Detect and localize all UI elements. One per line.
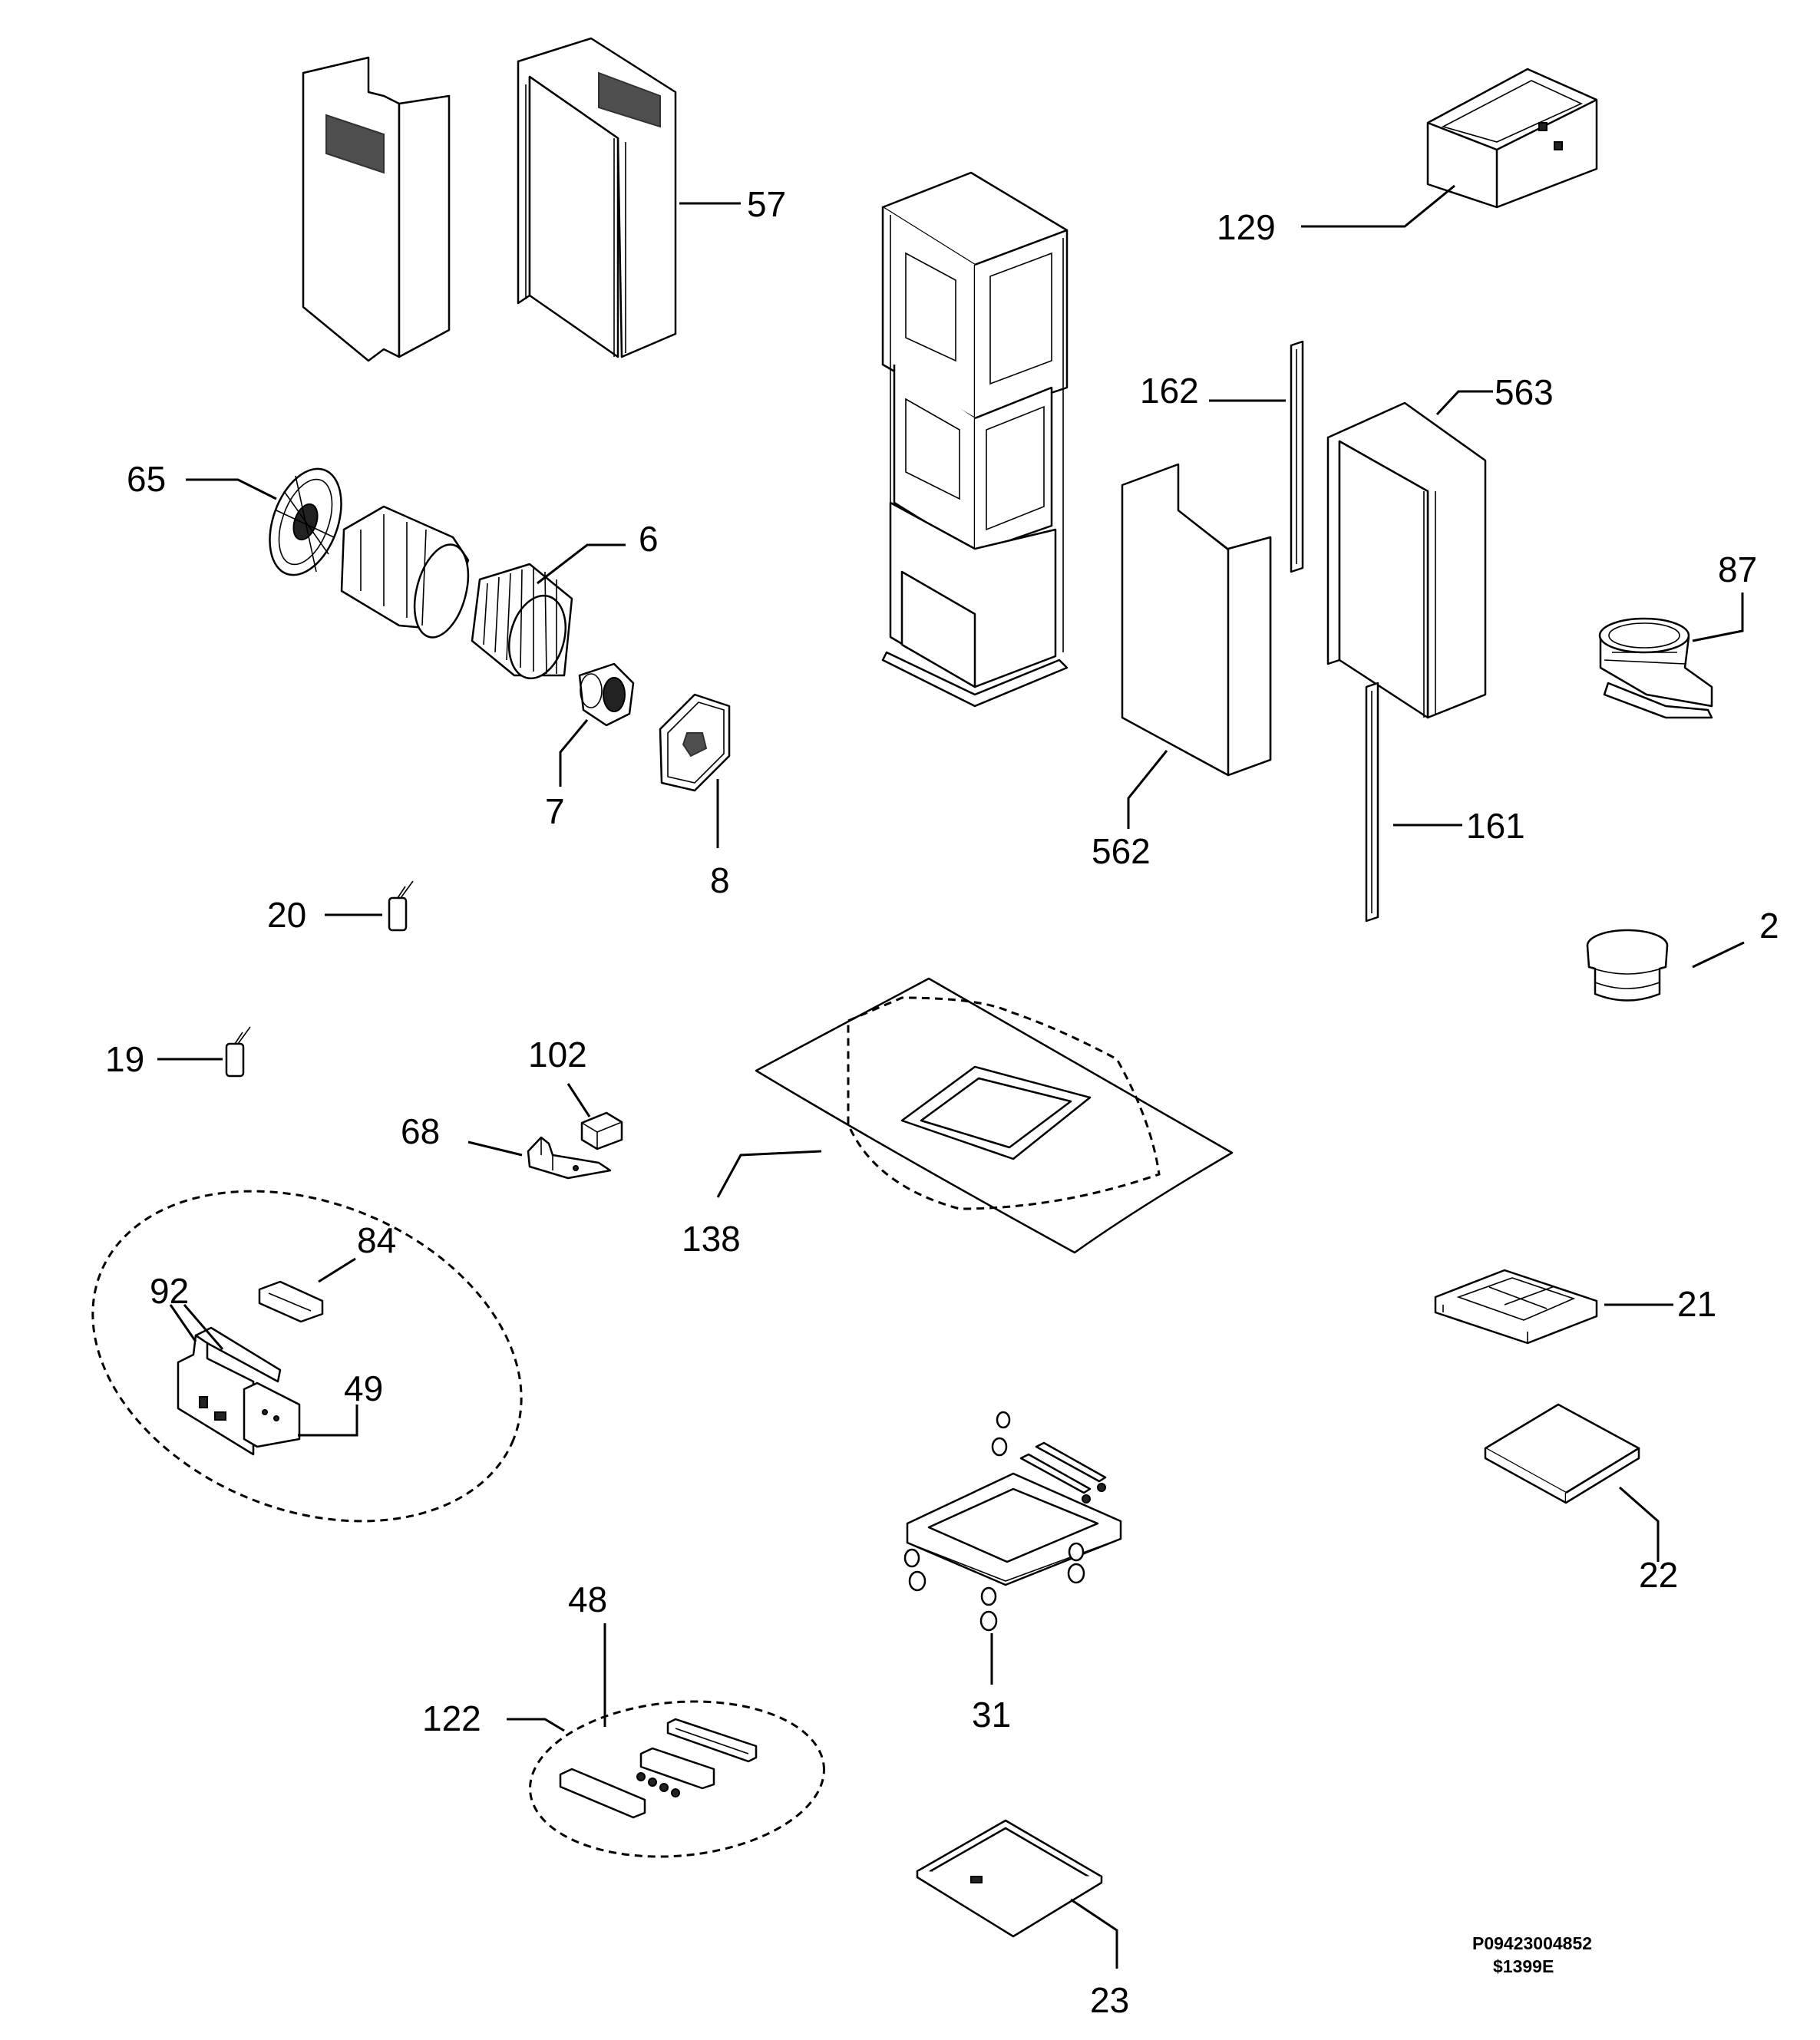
part-57-chimney-cover[interactable] [302,37,677,362]
part-562-chimney-panel[interactable] [1121,463,1272,777]
label-31: 31 [972,1695,1011,1735]
label-92: 92 [150,1271,189,1311]
label-20: 20 [267,895,306,935]
label-563: 563 [1495,372,1554,412]
label-57: 57 [747,184,786,224]
part-68-bracket[interactable] [527,1136,612,1180]
part-138-hood-canopy[interactable] [755,977,1234,1254]
part-7-motor[interactable] [578,662,635,727]
part-563-chimney-panel[interactable] [1326,401,1487,719]
part-21-filter-support[interactable] [1434,1269,1598,1345]
internal-frame-tower[interactable] [881,171,1069,708]
label-65: 65 [127,459,166,499]
label-7: 7 [545,791,565,831]
diagram-revision: $1399E [1493,1956,1554,1976]
label-138: 138 [682,1219,741,1259]
part-19-capacitor[interactable] [225,1026,251,1078]
part-102-transformer[interactable] [580,1111,623,1150]
label-68: 68 [401,1111,440,1151]
label-129: 129 [1217,207,1276,247]
label-87: 87 [1718,550,1757,589]
electronics-group-outline [91,1190,523,1523]
part-129-duct-box[interactable] [1426,68,1598,209]
label-21: 21 [1677,1284,1716,1324]
label-49: 49 [344,1368,383,1408]
label-22: 22 [1639,1555,1678,1595]
label-122: 122 [422,1698,481,1738]
part-162-strip[interactable] [1290,340,1304,573]
part-92-electronic-board[interactable] [177,1326,301,1456]
part-87-outlet-adapter[interactable] [1598,617,1713,719]
label-19: 19 [105,1039,144,1079]
diagram-code: P09423004852 [1472,1933,1592,1953]
part-22-carbon-filter[interactable] [1484,1403,1640,1504]
label-562: 562 [1092,831,1151,871]
label-161: 161 [1466,806,1525,846]
label-23: 23 [1090,1980,1129,2020]
part-20-capacitor[interactable] [388,880,414,932]
label-102: 102 [528,1035,587,1074]
part-31-frame-kit[interactable] [903,1411,1122,1632]
part-65-grille[interactable] [256,459,355,585]
label-8: 8 [710,860,730,900]
part-84-switch[interactable] [258,1280,324,1323]
part-8-motor-plate[interactable] [659,693,731,792]
part-23-grease-filter[interactable] [916,1819,1103,1938]
label-84: 84 [357,1220,396,1260]
label-6: 6 [639,519,659,559]
part-6-fan-wheel[interactable] [340,505,574,685]
label-2: 2 [1759,906,1779,946]
controls-group-outline [529,1700,825,1858]
part-161-strip[interactable] [1365,682,1379,923]
label-162: 162 [1140,371,1199,411]
label-48: 48 [568,1580,607,1619]
part-2-collar[interactable] [1586,929,1669,1002]
part-48-control-panel[interactable] [559,1718,758,1819]
